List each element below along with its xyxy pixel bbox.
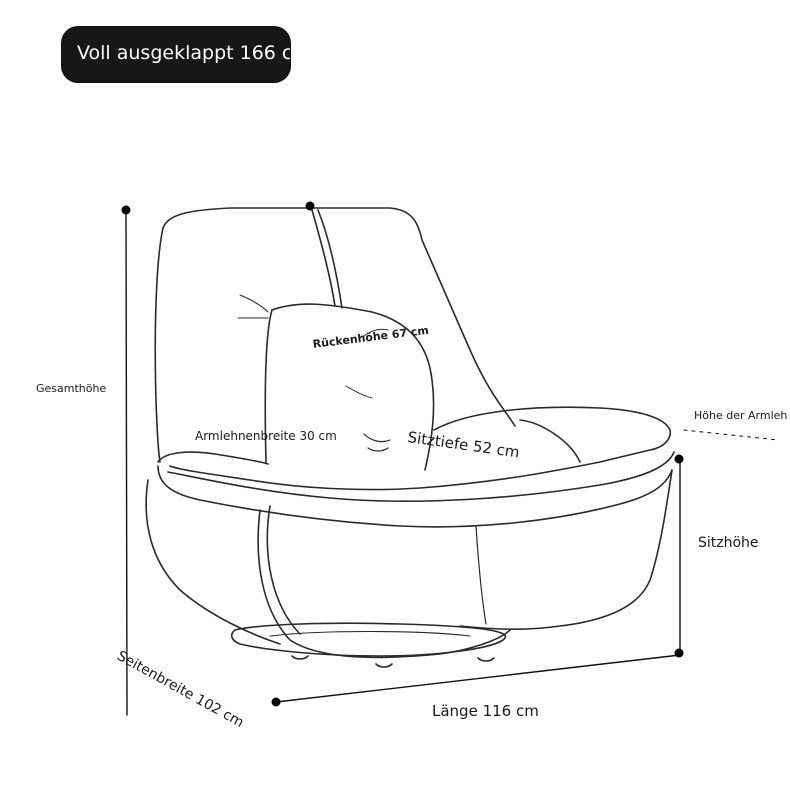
chair-front-panel bbox=[257, 509, 511, 659]
chair-backrest-left-edge bbox=[154, 227, 164, 463]
fully-extended-label: Voll ausgeklappt 166 cm bbox=[77, 42, 290, 64]
chair-seat-cushion-front bbox=[519, 419, 581, 463]
dim-marker bbox=[121, 205, 131, 215]
dim-line-gesamthoehe bbox=[125, 209, 128, 716]
chair-back-cushion-left bbox=[264, 309, 273, 463]
label-hoehe-der-armlehne: Höhe der Armleh bbox=[694, 409, 788, 422]
chair-seat-button bbox=[363, 433, 391, 452]
chair-foot-mid bbox=[375, 663, 393, 668]
chair-base-left bbox=[145, 479, 281, 645]
dim-marker bbox=[271, 697, 281, 707]
dim-marker bbox=[305, 201, 315, 211]
chair-seat-cushion bbox=[169, 406, 672, 491]
chair-backrest-seam-inner bbox=[317, 209, 343, 309]
chair-armrest-edge bbox=[167, 451, 675, 502]
chair-seat-ridge bbox=[157, 465, 673, 528]
label-armlehnenbreite: Armlehnenbreite 30 cm bbox=[195, 429, 337, 443]
label-gesamthoehe: Gesamthöhe bbox=[36, 382, 107, 395]
chair-swivel-base bbox=[230, 622, 507, 657]
dim-line-laenge bbox=[275, 654, 681, 703]
dim-marker bbox=[674, 454, 684, 464]
chair-side-panel bbox=[266, 505, 301, 635]
dim-marker bbox=[674, 648, 684, 658]
label-laenge: Länge 116 cm bbox=[432, 702, 539, 720]
chair-back-cushion bbox=[271, 303, 435, 471]
chair-panel-seam bbox=[475, 525, 487, 625]
dim-line-armlehne bbox=[683, 429, 779, 441]
chair-foot-left bbox=[291, 655, 309, 660]
fully-extended-badge: Voll ausgeklappt 166 cm bbox=[62, 27, 290, 82]
chair-armrest-top bbox=[157, 451, 269, 465]
label-sitzhoehe: Sitzhöhe bbox=[698, 535, 759, 551]
chair-backrest-outline bbox=[162, 207, 516, 427]
chair-base-right bbox=[459, 469, 673, 630]
chair-swivel-inner bbox=[269, 630, 471, 637]
chair-foot-right bbox=[477, 657, 495, 662]
chair-tufting bbox=[237, 294, 389, 399]
chair-backrest-seam bbox=[311, 209, 336, 307]
